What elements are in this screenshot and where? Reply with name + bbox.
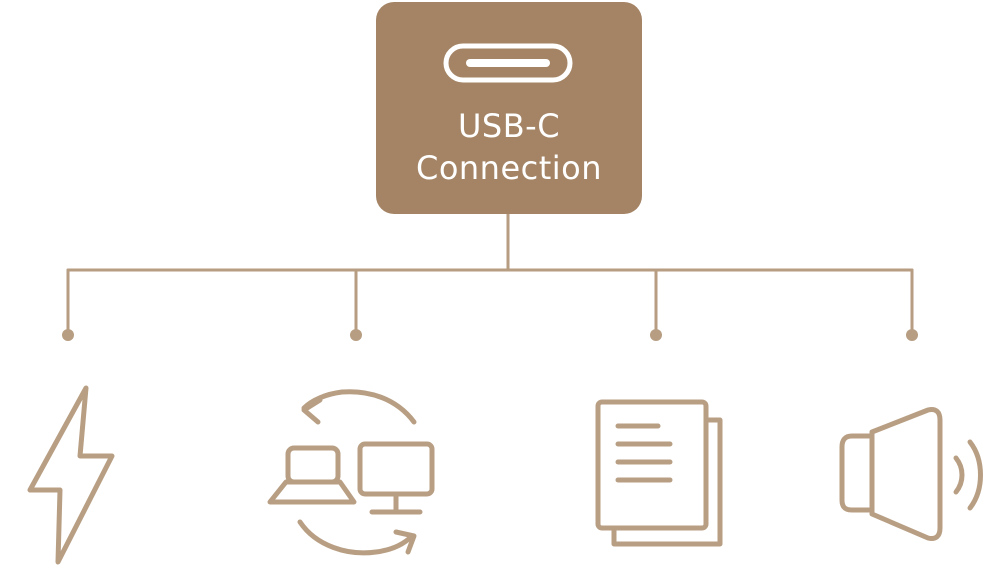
branch-node-2 [350,329,362,341]
hub-label-line2: Connection [415,149,603,187]
usb-c-hub-box: USB-C Connection [376,2,642,214]
branch-node-3 [650,329,662,341]
data-sync-icon [267,389,435,556]
usb-c-port-icon [443,43,573,83]
speaker-icon [839,407,983,541]
hub-label-line1: USB-C [457,107,561,145]
lightning-bolt-icon [27,385,115,565]
branch-node-1 [62,329,74,341]
branch-node-4 [906,329,918,341]
documents-icon [595,399,723,547]
